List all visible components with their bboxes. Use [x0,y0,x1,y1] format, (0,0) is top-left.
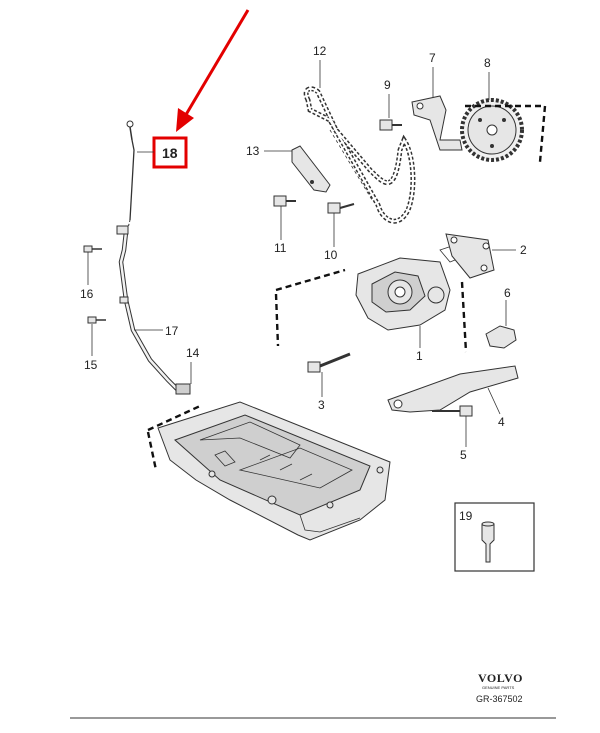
label-19: 19 [459,509,473,523]
label-15: 15 [84,358,98,372]
label-8: 8 [484,56,491,70]
label-18: 18 [162,145,178,161]
svg-text:VOLVO: VOLVO [478,671,523,685]
svg-text:GENUINE PARTS: GENUINE PARTS [482,685,515,690]
reference-code: GR-367502 [476,694,523,704]
label-7: 7 [429,51,436,65]
bolt-9 [379,119,402,131]
part-18-highlight-box [152,136,188,169]
dipstick-tube [116,225,191,395]
label-4: 4 [498,415,505,429]
tensioner [411,95,463,151]
oil-pan [146,401,391,541]
red-arrow [176,9,250,132]
chain-guide [291,145,331,193]
label-17: 17 [165,324,179,338]
label-11: 11 [274,241,287,255]
label-12: 12 [313,44,327,58]
bolt-3 [307,352,351,373]
oil-pickup [485,300,517,349]
gasket [445,233,495,279]
label-3: 3 [318,398,325,412]
sprocket [460,98,524,162]
label-9: 9 [384,78,391,92]
oil-pump [274,239,481,353]
bolt-16 [83,245,102,253]
bolt-10 [327,202,355,214]
timing-chain [303,86,416,224]
volvo-logo: VOLVO GENUINE PARTS [478,671,523,690]
label-13: 13 [246,144,260,158]
label-16: 16 [80,287,94,301]
label-5: 5 [460,448,467,462]
label-10: 10 [324,248,338,262]
bracket [387,365,519,413]
label-14: 14 [186,346,200,360]
label-1: 1 [416,349,423,363]
dipstick [126,120,135,233]
bolt-15 [87,316,106,324]
label-6: 6 [504,286,511,300]
label-2: 2 [520,243,527,257]
inset-box-19 [454,502,535,572]
bolt-11 [273,195,296,207]
